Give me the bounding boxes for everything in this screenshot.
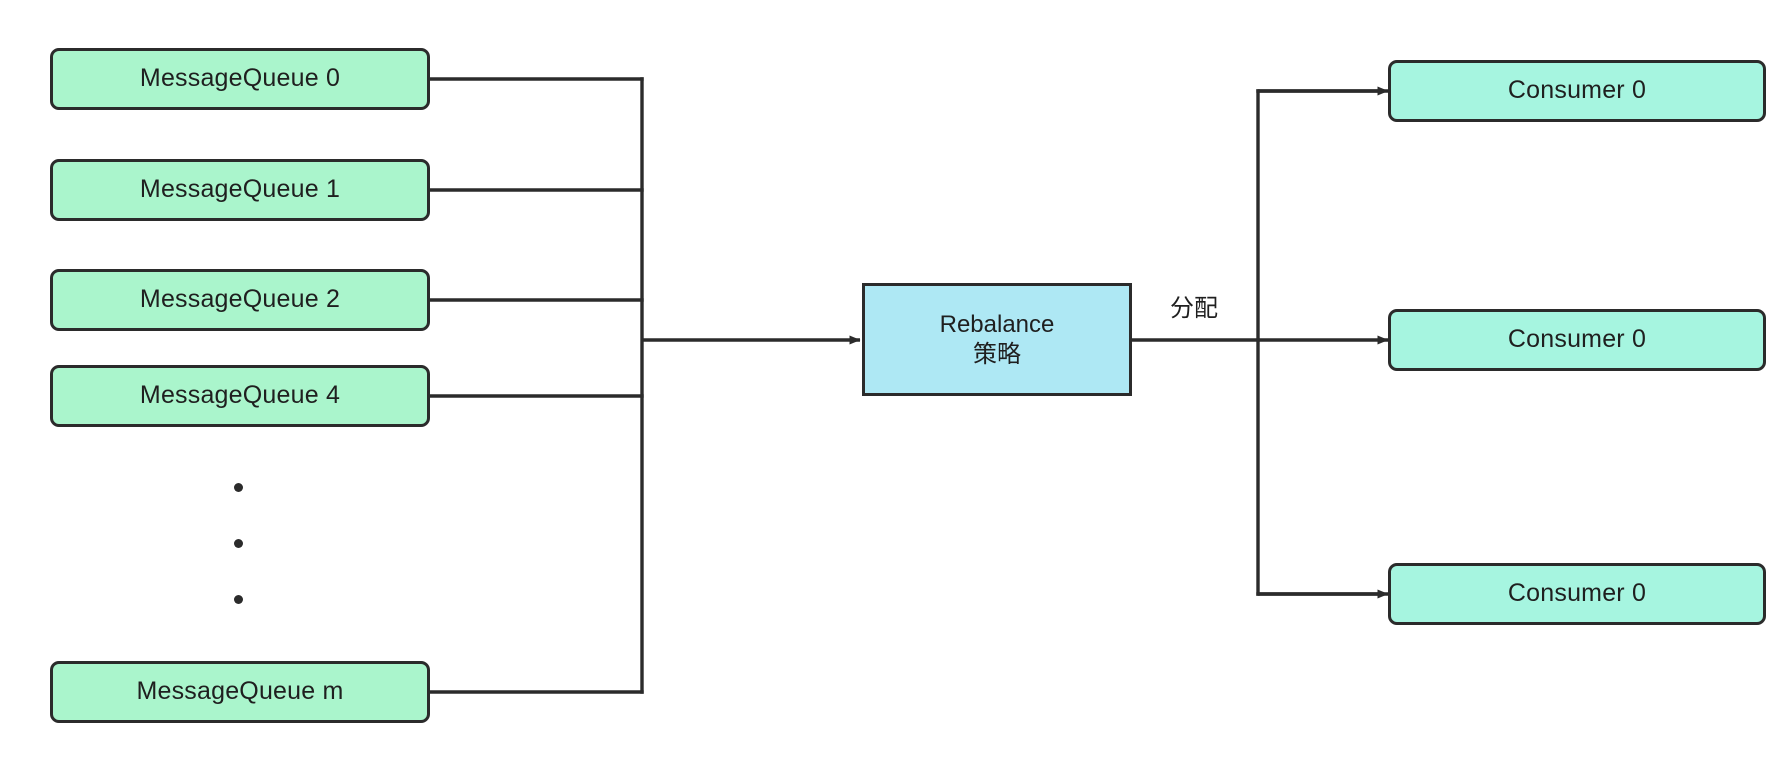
node-label: MessageQueue 0 [139, 64, 341, 93]
strategy-line-1: Rebalance [939, 310, 1055, 338]
node-message-queue-4[interactable]: MessageQueue 4 [50, 365, 430, 427]
node-message-queue-1[interactable]: MessageQueue 1 [50, 159, 430, 221]
node-label: MessageQueue m [136, 677, 344, 706]
node-rebalance-strategy[interactable]: Rebalance 策略 [862, 283, 1132, 396]
node-consumer-0-middle[interactable]: Consumer 0 [1388, 309, 1766, 371]
node-message-queue-m[interactable]: MessageQueue m [50, 661, 430, 723]
node-message-queue-0[interactable]: MessageQueue 0 [50, 48, 430, 110]
node-consumer-0-bottom[interactable]: Consumer 0 [1388, 563, 1766, 625]
ellipsis-dot [234, 595, 243, 604]
node-label: MessageQueue 4 [139, 381, 341, 410]
vertical-ellipsis [234, 483, 243, 604]
node-label: MessageQueue 2 [139, 285, 341, 314]
node-label: MessageQueue 1 [139, 175, 341, 204]
ellipsis-dot [234, 539, 243, 548]
node-consumer-0-top[interactable]: Consumer 0 [1388, 60, 1766, 122]
edge-label-allocate: 分配 [1170, 295, 1218, 322]
ellipsis-dot [234, 483, 243, 492]
node-label: Consumer 0 [1507, 325, 1647, 354]
node-message-queue-2[interactable]: MessageQueue 2 [50, 269, 430, 331]
node-label: Consumer 0 [1507, 76, 1647, 105]
strategy-line-2: 策略 [973, 340, 1021, 368]
node-label: Consumer 0 [1507, 579, 1647, 608]
